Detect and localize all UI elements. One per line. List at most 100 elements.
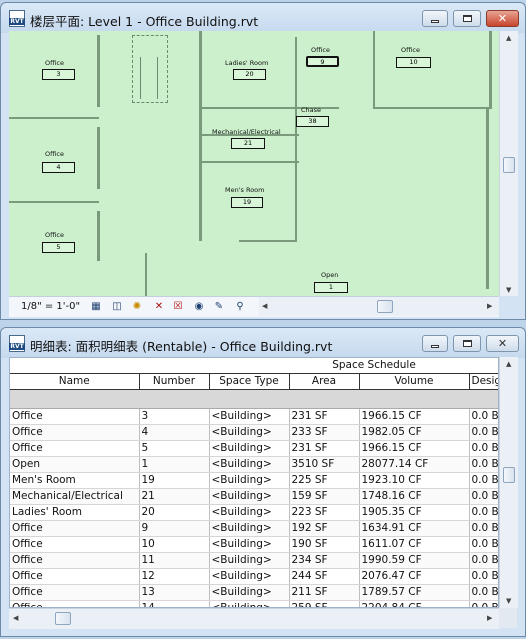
table-cell[interactable]: 1748.16 CF [359,488,470,505]
minimize-button[interactable] [422,335,448,352]
room-tag[interactable]: 1 [314,282,348,293]
room-tag[interactable]: 9 [306,56,339,67]
table-cell[interactable]: 0.0 B [469,488,498,505]
table-cell[interactable]: 0.0 B [469,504,498,521]
table-cell[interactable]: 2076.47 CF [359,568,470,585]
table-cell[interactable]: Office [10,536,140,553]
table-cell[interactable]: 259 SF [289,600,360,607]
table-cell[interactable]: 231 SF [289,408,360,425]
table-cell[interactable]: Office [10,568,140,585]
table-cell[interactable]: 211 SF [289,584,360,601]
column-header[interactable]: Area [289,373,360,390]
table-cell[interactable]: <Building> [209,424,290,441]
table-cell[interactable]: 1966.15 CF [359,408,470,425]
plan-horizontal-scrollbar[interactable]: ◀ ▶ [259,297,499,316]
table-cell[interactable]: 0.0 B [469,600,498,607]
table-cell[interactable]: 4 [139,424,210,441]
maximize-button[interactable] [453,10,481,27]
column-header[interactable]: Desig [469,373,498,390]
table-cell[interactable]: 13 [139,584,210,601]
table-cell[interactable]: Office [10,520,140,537]
room-tag[interactable]: 4 [42,162,75,173]
table-cell[interactable]: 1982.05 CF [359,424,470,441]
table-cell[interactable]: 225 SF [289,472,360,489]
table-cell[interactable]: 0.0 B [469,536,498,553]
room-tag[interactable]: 3 [42,69,75,80]
table-cell[interactable]: 0.0 B [469,552,498,569]
table-cell[interactable]: 1634.91 CF [359,520,470,537]
scroll-thumb[interactable] [55,612,71,625]
reveal-icon[interactable]: ◉ [194,301,204,312]
workplane-icon[interactable]: ✎ [214,301,224,312]
table-cell[interactable]: 0.0 B [469,584,498,601]
table-cell[interactable]: 1990.59 CF [359,552,470,569]
table-cell[interactable]: 0.0 B [469,456,498,473]
plan-vertical-scrollbar[interactable]: ▲ ▼ [499,31,518,296]
table-cell[interactable]: Office [10,584,140,601]
scroll-up-arrow[interactable]: ▲ [506,34,512,42]
resize-grip[interactable] [499,608,517,628]
table-cell[interactable]: 159 SF [289,488,360,505]
table-cell[interactable]: <Building> [209,408,290,425]
scroll-right-arrow[interactable]: ▶ [487,302,493,310]
table-cell[interactable]: 0.0 B [469,472,498,489]
table-cell[interactable]: <Building> [209,536,290,553]
scroll-thumb[interactable] [377,300,393,313]
table-cell[interactable]: <Building> [209,504,290,521]
table-cell[interactable]: 0.0 B [469,440,498,457]
table-cell[interactable]: Office [10,600,140,607]
table-cell[interactable]: 1966.15 CF [359,440,470,457]
table-cell[interactable]: Ladies' Room [10,504,140,521]
scroll-thumb[interactable] [503,157,515,173]
table-cell[interactable]: <Building> [209,584,290,601]
table-cell[interactable]: <Building> [209,488,290,505]
table-cell[interactable]: <Building> [209,600,290,607]
table-cell[interactable]: <Building> [209,456,290,473]
minimize-button[interactable] [422,10,448,27]
schedule-vertical-scrollbar[interactable]: ▲ ▼ [499,357,518,608]
table-cell[interactable]: 5 [139,440,210,457]
scroll-down-arrow[interactable]: ▼ [506,286,512,294]
table-cell[interactable]: 3 [139,408,210,425]
table-cell[interactable]: 234 SF [289,552,360,569]
scroll-left-arrow[interactable]: ◀ [13,614,19,622]
table-cell[interactable]: 233 SF [289,424,360,441]
column-header[interactable]: Space Type [209,373,290,390]
room-tag[interactable]: 38 [296,116,329,127]
scroll-right-arrow[interactable]: ▶ [487,614,493,622]
table-cell[interactable]: <Building> [209,568,290,585]
table-cell[interactable]: 3510 SF [289,456,360,473]
table-cell[interactable]: 244 SF [289,568,360,585]
table-cell[interactable]: 14 [139,600,210,607]
table-cell[interactable]: 10 [139,536,210,553]
table-cell[interactable]: Office [10,424,140,441]
table-cell[interactable]: 0.0 B [469,424,498,441]
table-cell[interactable]: 223 SF [289,504,360,521]
isolate-icon[interactable]: ☒ [173,301,183,312]
table-cell[interactable]: <Building> [209,472,290,489]
close-button[interactable]: ✕ [486,335,519,352]
table-cell[interactable]: 28077.14 CF [359,456,470,473]
table-cell[interactable]: 1611.07 CF [359,536,470,553]
column-header[interactable]: Name [10,373,140,390]
table-cell[interactable]: 1789.57 CF [359,584,470,601]
title-bar[interactable]: RVT 明细表: 面积明细表 (Rentable) - Office Build… [1,328,525,358]
table-cell[interactable]: Open [10,456,140,473]
table-cell[interactable]: 1 [139,456,210,473]
table-cell[interactable]: 192 SF [289,520,360,537]
scroll-thumb[interactable] [503,467,515,483]
scale-readout[interactable]: 1/8" = 1'-0" [21,301,81,312]
table-cell[interactable]: 2204.84 CF [359,600,470,607]
table-cell[interactable]: Men's Room [10,472,140,489]
table-cell[interactable]: 1905.35 CF [359,504,470,521]
